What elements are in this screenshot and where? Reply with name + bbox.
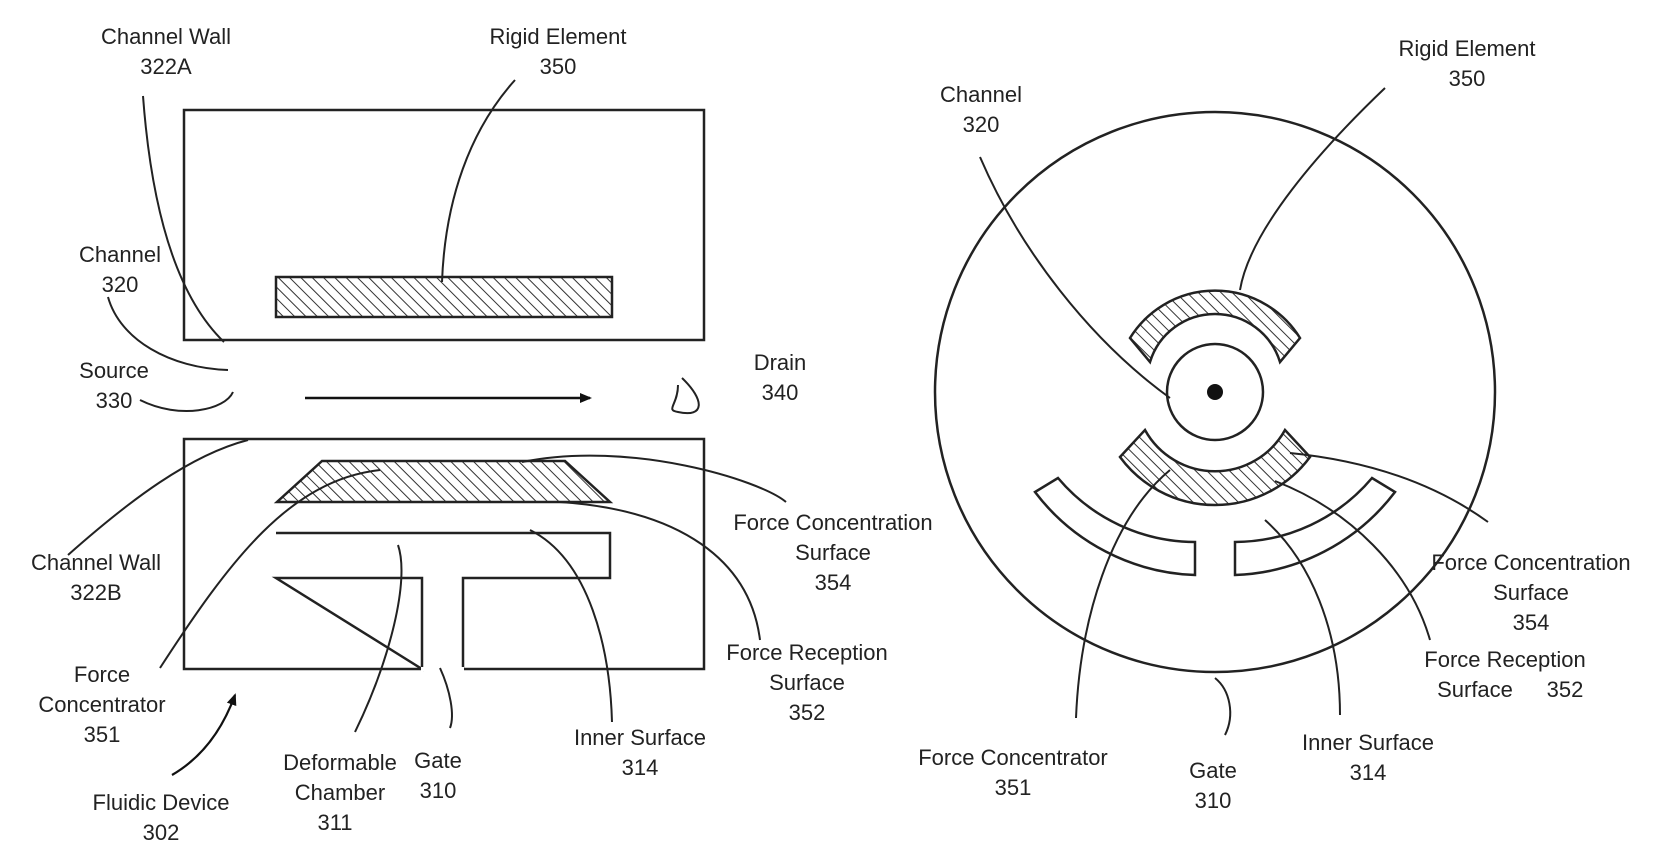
leader-inner-surface-314 [529,529,613,723]
label-force-concentration-surface-354-line2: Surface [795,540,871,565]
label-gate-310-name: Gate [414,748,462,773]
leader-source-330 [139,391,234,412]
r-label-channel-320-name: Channel [940,82,1022,107]
leader-drain-340 [671,377,700,415]
r-leader-channel-320 [979,156,1171,399]
leader-channel-320 [107,296,229,371]
label-channel-wall-322b-num: 322B [70,580,121,605]
upper-rigid-element [274,275,614,319]
r-label-rigid-element-350-num: 350 [1449,66,1486,91]
r-label-force-concentration-surface-354-num: 354 [1513,610,1550,635]
label-fluidic-device-302-name: Fluidic Device [93,790,230,815]
right-circular-view: Rigid Element 350 Channel 320 Force Conc… [918,36,1630,813]
r-label-force-reception-surface-352-num: 352 [1547,677,1584,702]
label-fluidic-device-302-num: 302 [143,820,180,845]
leader-force-concentrator-351 [159,469,381,669]
label-force-reception-surface-352-line1: Force Reception [726,640,887,665]
r-label-force-concentrator-351-num: 351 [995,775,1032,800]
r-label-inner-surface-314-num: 314 [1350,760,1387,785]
r-label-force-concentrator-351-name: Force Concentrator [918,745,1108,770]
label-force-concentration-surface-354-line1: Force Concentration [733,510,932,535]
r-label-force-reception-surface-352-line2: Surface [1437,677,1513,702]
lower-rigid-arc-segment [1118,427,1312,507]
channel-center-dot [1207,384,1223,400]
r-label-force-reception-surface-352-line1: Force Reception [1424,647,1585,672]
label-source-330-num: 330 [96,388,133,413]
leader-force-concentration-surface-354 [521,454,787,503]
r-label-channel-320-num: 320 [963,112,1000,137]
r-leader-inner-surface-314 [1264,519,1341,716]
label-force-reception-surface-352-line2: Surface [769,670,845,695]
lower-rigid-element-trapezoid [273,459,614,504]
label-inner-surface-314-num: 314 [622,755,659,780]
leader-rigid-element-350 [441,79,516,283]
label-force-concentrator-351-line2: Concentrator [38,692,165,717]
r-label-gate-310-name: Gate [1189,758,1237,783]
r-label-gate-310-num: 310 [1195,788,1232,813]
r-leader-gate-310 [1214,677,1232,736]
r-leader-force-concentrator-351 [1075,469,1171,719]
label-rigid-element-350-name: Rigid Element [490,24,627,49]
label-deformable-chamber-311-line1: Deformable [283,750,397,775]
label-channel-wall-322b-name: Channel Wall [31,550,161,575]
leader-force-reception-surface-352 [559,501,761,641]
label-inner-surface-314-name: Inner Surface [574,725,706,750]
r-label-inner-surface-314-name: Inner Surface [1302,730,1434,755]
label-drain-340-name: Drain [754,350,807,375]
label-force-concentrator-351-num: 351 [84,722,121,747]
label-rigid-element-350-num: 350 [540,54,577,79]
r-label-force-concentration-surface-354-line2: Surface [1493,580,1569,605]
label-channel-wall-322a-name: Channel Wall [101,24,231,49]
fluidic-device-arrow [171,693,237,776]
chamber-right [1233,476,1397,577]
chamber-left [1033,476,1197,577]
leader-deformable-chamber-311 [354,544,403,733]
leader-channel-wall-322b [67,439,249,556]
label-drain-340-num: 340 [762,380,799,405]
label-deformable-chamber-311-line2: Chamber [295,780,385,805]
r-label-force-concentration-surface-354-line1: Force Concentration [1431,550,1630,575]
leader-gate-310 [439,667,453,729]
label-channel-320-name: Channel [79,242,161,267]
label-gate-310-num: 310 [420,778,457,803]
r-leader-force-concentration-surface-354 [1289,452,1489,523]
r-leader-force-reception-surface-352 [1274,480,1431,641]
left-cross-section-view: Channel Wall 322A Rigid Element 350 Chan… [31,24,933,845]
label-force-concentration-surface-354-num: 354 [815,570,852,595]
label-force-reception-surface-352-num: 352 [789,700,826,725]
label-channel-wall-322a-num: 322A [140,54,192,79]
leader-channel-wall-322a [142,95,225,343]
r-leader-rigid-element-350 [1239,87,1386,291]
label-force-concentrator-351-line1: Force [74,662,130,687]
deformable-chamber-outline [271,531,612,672]
r-label-rigid-element-350-name: Rigid Element [1399,36,1536,61]
label-source-330-name: Source [79,358,149,383]
label-channel-320-num: 320 [102,272,139,297]
upper-rigid-arc-segment [1128,289,1302,365]
label-deformable-chamber-311-num: 311 [317,810,352,835]
